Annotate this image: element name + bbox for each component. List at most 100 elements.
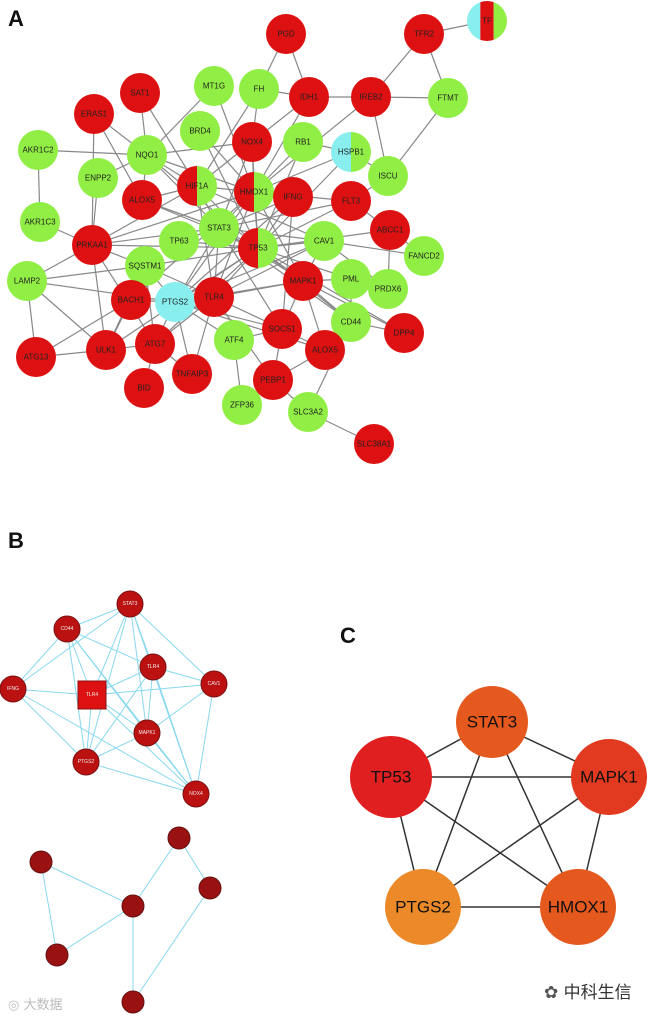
node-b1-tlr4[interactable]: TLR4 [139, 653, 167, 681]
node-a-dpp4[interactable]: DPP4 [384, 313, 424, 353]
node-a-ulk1[interactable]: ULK1 [86, 330, 126, 370]
node-b2-n1[interactable] [29, 850, 53, 874]
node-a-brd4[interactable]: BRD4 [180, 111, 220, 151]
node-a-sqstm1[interactable]: SQSTM1 [125, 246, 165, 286]
edge-b1-cd44-ptgs2 [66, 628, 87, 763]
node-b1-ptgs2[interactable]: PTGS2 [72, 748, 100, 776]
node-a-tp53[interactable]: TP53 [238, 228, 278, 268]
node-a-alox5a[interactable]: ALOX5 [122, 180, 162, 220]
node-a-prkaa1[interactable]: PRKAA1 [72, 225, 112, 265]
panel-label-c: C [340, 623, 356, 648]
node-a-label: AKR1C2 [22, 146, 54, 155]
node-b1-stat3[interactable]: STAT3 [116, 590, 144, 618]
watermark-right: ✿ 中科生信 [544, 983, 632, 1003]
node-a-prdx6[interactable]: PRDX6 [368, 269, 408, 309]
node-a-label: PRDX6 [375, 285, 402, 294]
node-b1-cd44[interactable]: CD44 [53, 615, 81, 643]
node-a-alox5[interactable]: ALOX5 [305, 330, 345, 370]
node-a-label: SLC3A2 [293, 408, 323, 417]
node-a-akr1c3[interactable]: AKR1C3 [20, 202, 60, 242]
node-a-abcc1[interactable]: ABCC1 [370, 210, 410, 250]
node-b2-n4[interactable] [45, 943, 69, 967]
node-a-socs1[interactable]: SOCS1 [262, 309, 302, 349]
node-a-label: BRD4 [189, 127, 211, 136]
node-a-zfp36[interactable]: ZFP36 [222, 385, 262, 425]
node-a-nox4[interactable]: NOX4 [232, 122, 272, 162]
node-a-fancd2[interactable]: FANCD2 [404, 236, 444, 276]
node-a-label: SOCS1 [268, 325, 296, 334]
node-a-ireb2[interactable]: IREB2 [351, 77, 391, 117]
node-a-slc38a1[interactable]: SLC38A1 [354, 424, 394, 464]
node-a-label: PRKAA1 [76, 241, 108, 250]
node-b1-label: MAPK1 [139, 730, 156, 736]
node-a-bach1[interactable]: BACH1 [111, 280, 151, 320]
node-b1-mapk1[interactable]: MAPK1 [133, 719, 161, 747]
node-a-lamp2[interactable]: LAMP2 [7, 261, 47, 301]
node-a-tfrc[interactable]: TF [467, 1, 507, 41]
edge-b1-stat3-ifng [12, 603, 131, 690]
node-a-label: TP53 [248, 244, 268, 253]
node-a-mt1g[interactable]: MT1G [194, 66, 234, 106]
edge-a-cav1-tlr4 [213, 240, 325, 298]
node-b2-n6[interactable] [121, 990, 145, 1014]
node-c-label: PTGS2 [395, 898, 451, 917]
node-b2-n2[interactable] [167, 826, 191, 850]
node-b1-cav1[interactable]: CAV1 [200, 670, 228, 698]
node-a-label: SQSTM1 [129, 262, 162, 271]
node-a-flt3[interactable]: FLT3 [331, 181, 371, 221]
node-a-idh1[interactable]: IDH1 [289, 77, 329, 117]
node-a-hspb1[interactable]: HSPB1 [331, 132, 371, 172]
wechat-icon: ✿ [544, 983, 564, 1003]
edge-b1-cav1-mapk1 [146, 683, 215, 734]
node-a-label: AKR1C3 [24, 218, 56, 227]
node-a-cd44[interactable]: CD44 [331, 302, 371, 342]
node-a-sat1[interactable]: SAT1 [120, 73, 160, 113]
node-a-ptgs2[interactable]: PTGS2 [155, 282, 195, 322]
node-a-label: ATF4 [225, 336, 245, 345]
node-c-tp53[interactable]: TP53 [350, 736, 432, 818]
node-a-atf4[interactable]: ATF4 [214, 320, 254, 360]
node-b1-ifng[interactable]: IFNG [0, 675, 27, 703]
node-a-hmox1[interactable]: HMOX1 [234, 172, 274, 212]
node-b1-hmox1[interactable]: TLR4 [77, 680, 107, 710]
node-a-label: TP63 [169, 237, 189, 246]
node-a-iscu[interactable]: ISCU [368, 156, 408, 196]
node-a-stat3[interactable]: STAT3 [199, 208, 239, 248]
node-a-pebp1[interactable]: PEBP1 [253, 360, 293, 400]
node-a-eras1[interactable]: ERAS1 [74, 94, 114, 134]
edge-a-ifng-socs1 [281, 196, 294, 330]
node-a-tlr4[interactable]: TLR4 [194, 277, 234, 317]
node-b2-n3[interactable] [121, 894, 145, 918]
node-a-ifng[interactable]: IFNG [273, 177, 313, 217]
node-a-cav1[interactable]: CAV1 [304, 221, 344, 261]
node-a-tp63[interactable]: TP63 [159, 221, 199, 261]
edge-b2-n1-n3 [40, 861, 134, 907]
node-a-tnfaip3[interactable]: TNFAIP3 [172, 354, 212, 394]
node-a-ftmt[interactable]: FTMT [428, 78, 468, 118]
node-a-bid[interactable]: BID [124, 368, 164, 408]
node-a-hif1a[interactable]: HIF1A [177, 166, 217, 206]
node-b1-nox4[interactable]: NOX4 [182, 780, 210, 808]
node-c-stat3[interactable]: STAT3 [456, 686, 528, 758]
node-a-atg13[interactable]: ATG13 [16, 337, 56, 377]
panel-label-a: A [8, 6, 24, 31]
node-c-mapk1[interactable]: MAPK1 [571, 739, 647, 815]
network-panel-b: B STAT3CD44TLR4CAV1IFNGTLR4MAPK1PTGS2NOX… [0, 528, 228, 1014]
node-a-slc3a2[interactable]: SLC3A2 [288, 392, 328, 432]
node-a-akr1c2[interactable]: AKR1C2 [18, 130, 58, 170]
node-b2-n5[interactable] [198, 876, 222, 900]
node-a-enpp2[interactable]: ENPP2 [78, 158, 118, 198]
node-a-pgd[interactable]: PGD [266, 14, 306, 54]
node-b1-label: PTGS2 [78, 759, 95, 765]
node-a-rb1[interactable]: RB1 [283, 122, 323, 162]
node-a-pml[interactable]: PML [331, 259, 371, 299]
node-a-atg7[interactable]: ATG7 [135, 324, 175, 364]
node-a-mapk1[interactable]: MAPK1 [283, 261, 323, 301]
node-a-tfr2[interactable]: TFR2 [404, 14, 444, 54]
node-a-label: NOX4 [241, 138, 263, 147]
node-a-fh[interactable]: FH [239, 69, 279, 109]
node-a-label: TFR2 [414, 30, 435, 39]
node-a-nqo1[interactable]: NQO1 [127, 135, 167, 175]
node-c-hmox1[interactable]: HMOX1 [540, 869, 616, 945]
node-c-ptgs2[interactable]: PTGS2 [385, 869, 461, 945]
